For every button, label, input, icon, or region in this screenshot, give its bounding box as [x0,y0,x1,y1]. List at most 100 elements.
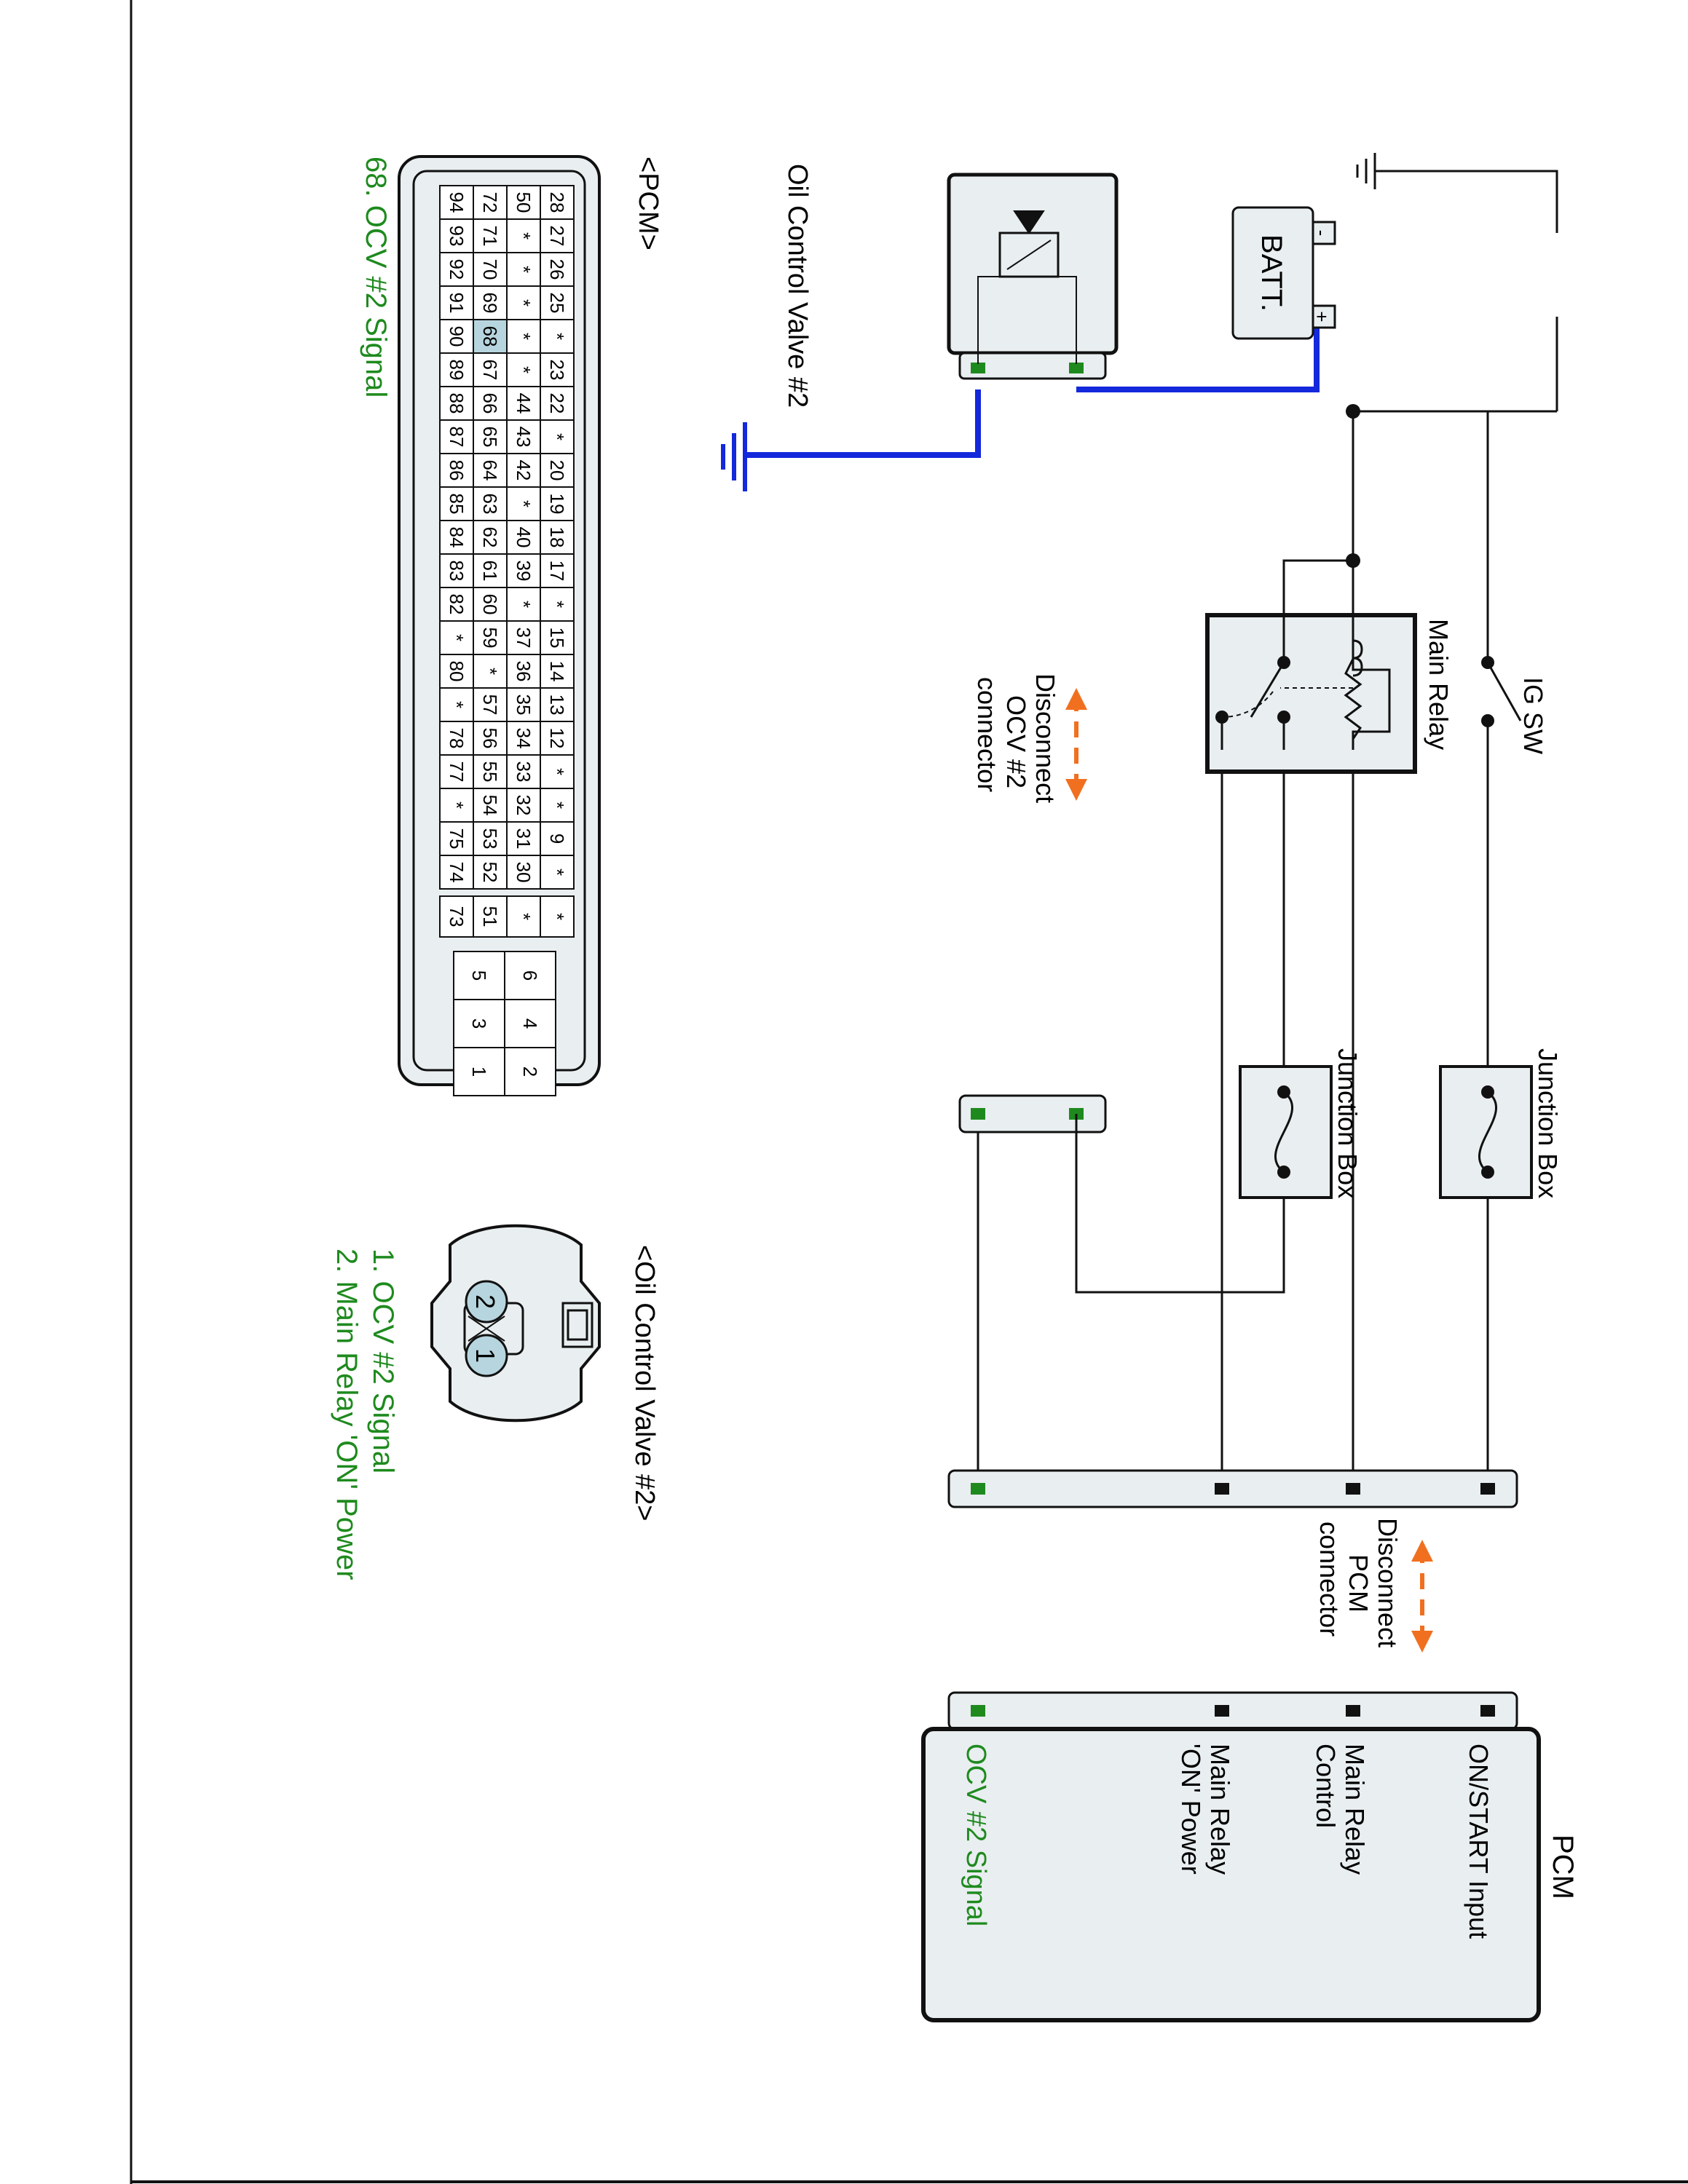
disconnect-ocv-line-3: connector [972,677,1002,792]
disconnect-ocv-annotation: Disconnect OCV #2 connector [972,673,1087,803]
pcm-pin-2-14: 36 [513,661,535,682]
pcm-pin-2-15: 35 [513,695,535,716]
pcm-pin-1-6: 66 [479,393,501,414]
pcm-pin-extra-3-cell [540,895,575,938]
pcm-pin-3-20-cell [540,855,575,890]
ocv-connector-title: <Oil Control Valve #2> [629,1245,660,1522]
pcm-pin-3-17: * [546,768,568,775]
disconnect-pcm-line-1: Disconnect [1373,1518,1403,1647]
pcm-pin-3-11: 17 [546,561,568,582]
disconnect-pcm-line-2: PCM [1344,1554,1373,1613]
ig-switch-label: IG SW [1518,677,1548,754]
pcm-pin-2-3: * [513,299,535,306]
pcm-terminal-main-relay-control-1: Main Relay [1340,1744,1370,1875]
pcm-pin-0-20: 74 [446,862,468,883]
pcm-pin-2-12: * [513,601,535,608]
pcm-terminal-main-relay-on-2: 'ON' Power [1176,1744,1206,1875]
pcm-pin-0-0: 94 [446,192,468,213]
pcm-pin-2-16: 34 [513,728,535,749]
pcm-pin-1-2: 70 [479,259,501,280]
pcm-pin-3-18: * [546,802,568,809]
pcm-module: PCM ON/START Input Main Relay Control Ma… [921,1691,1579,2022]
junction-box-1: Junction Box [1439,1048,1563,1199]
pcm-pin-1-3: 69 [479,293,501,314]
pcm-pin-3-14: 14 [546,661,568,682]
pcm-pin-1-5: 67 [479,360,501,381]
pcm-pin-1-12: 60 [479,594,501,615]
pcm-pin-0-12: 82 [446,594,468,615]
junction-to-splice-wire [1076,1194,1285,1294]
pcm-connector-caption: 68. OCV #2 Signal [360,157,392,397]
ocv-ground-symbol [721,422,747,491]
battery-ground-symbol [1356,153,1376,189]
pcm-pin-3-0: 28 [546,192,568,213]
ocv-connector-face: <Oil Control Valve #2> 2 1 1. OCV #2 Sig… [331,1224,660,1580]
pcm-harness-connector [947,1469,1518,1508]
pcm-pin-extra-1: 51 [479,906,501,927]
pcm-pin-grid: 94939291908988878685848382*80*7877*75747… [439,185,575,1096]
pcm-pin-2-8: 42 [513,460,535,481]
junction-box-2: Junction Box [1239,1048,1362,1199]
pcm-pin-0-4: 90 [446,326,468,347]
pcm-pin-2-20: 30 [513,862,535,883]
pcm-pin-1-18: 54 [479,795,501,816]
disconnect-pcm-line-3: connector [1314,1522,1344,1637]
pcm-pin-2-5: * [513,366,535,373]
pcm-power-pin-1-1: 3 [468,1018,490,1029]
pcm-pin-2-1: * [513,232,535,240]
pcm-pin-0-16: 78 [446,728,468,749]
pcm-pin-1-13: 59 [479,628,501,649]
pcm-pin-3-4: * [546,333,568,340]
ocv-pin-signal [971,363,985,373]
ocv-ground-wire [745,389,981,458]
pcm-pin-0-10: 84 [446,527,468,548]
pcm-pin-3-3: 25 [546,293,568,314]
junction-box-2-label: Junction Box [1333,1048,1362,1198]
pcm-pin-1-15: 57 [479,695,501,716]
highlight-wires [745,313,1320,458]
pcm-pin-2-9: * [513,500,535,507]
rotated-diagram-content: BATT. - + IG SW Main Relay [331,153,1579,2022]
pcm-pin-3-2: 26 [546,259,568,280]
pcm-terminal-main-relay-control-2: Control [1311,1744,1341,1828]
pcm-pin-0-2: 92 [446,259,468,280]
battery: BATT. - + [1231,206,1336,340]
pcm-pin-2-11: 39 [513,561,535,582]
pcm-pin-1-7: 65 [479,427,501,448]
pcm-pin-0-7: 87 [446,427,468,448]
pcm-power-pin-2-1-cell [453,1047,505,1096]
pcm-pin-0-11: 83 [446,561,468,582]
pcm-pin-0-6: 88 [446,393,468,414]
ocv-connector-pin-1: 1 [470,1348,500,1363]
pcm-pin-3-5: 23 [546,360,568,381]
pcm-pin-2-2: * [513,266,535,273]
battery-plus-label: + [1311,311,1333,322]
pcm-connector-face: <PCM> 94939291908988878685848382*80*7877… [360,155,663,1096]
pcm-pin-2-0: 50 [513,192,535,213]
pcm-pin-2-6: 44 [513,393,535,414]
pcm-pin-3-6: 22 [546,393,568,414]
oil-control-valve: Oil Control Valve #2 [782,164,1119,408]
pcm-pin-1-14: * [479,668,501,675]
pcm-power-pin-0-0: 6 [519,970,541,981]
pcm-pin-extra-2: * [513,913,535,920]
pcm-pin-2-10: 40 [513,527,535,548]
ocv-pin-power [1069,363,1084,373]
ocv-label: Oil Control Valve #2 [782,164,813,408]
pcm-title: PCM [1547,1835,1579,1899]
pcm-pin-1-19: 53 [479,828,501,850]
pcm-pin-2-17: 33 [513,761,535,783]
pcm-pin-1-11: 61 [479,561,501,582]
pcm-pin-1-16: 56 [479,728,501,749]
pcm-pin-1-8: 64 [479,460,501,481]
pcm-pin-3-7: * [546,433,568,440]
pcm-pin-extra-0: 73 [446,906,468,927]
main-relay-label: Main Relay [1424,619,1454,750]
pcm-connector-title: <PCM> [633,157,663,250]
pcm-pin-2-7: 43 [513,427,535,448]
pcm-pin-2-4: * [513,333,535,340]
junction-dots [1346,404,1360,568]
ocv-legend-2: 2. Main Relay 'ON' Power [331,1249,363,1580]
disconnect-ocv-line-2: OCV #2 [1001,695,1031,788]
